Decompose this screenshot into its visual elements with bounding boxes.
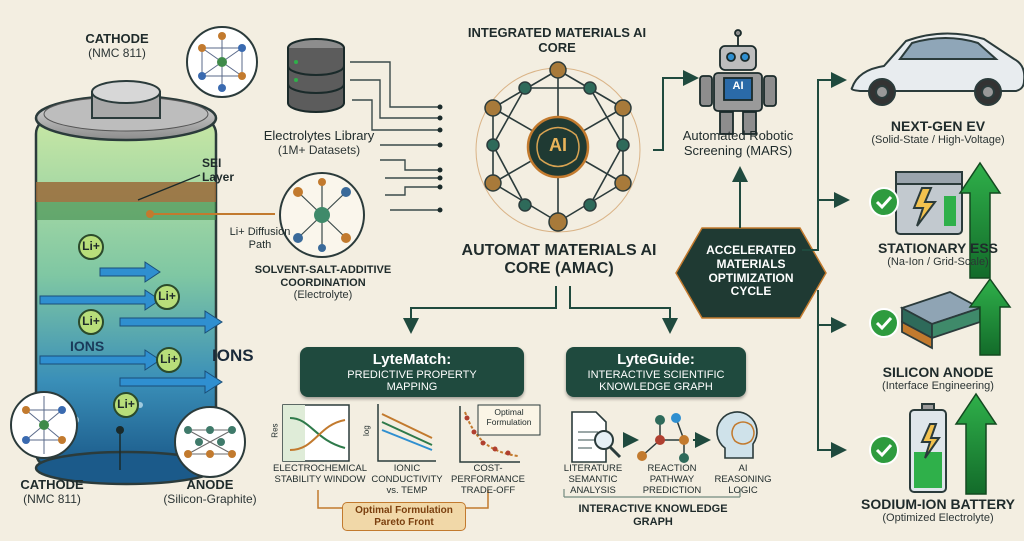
- silicon-anode-icon: [899, 291, 983, 350]
- library-sub: (1M+ Datasets): [277, 142, 361, 157]
- sodium-up-arrow: [954, 392, 998, 495]
- sei-layer-label: SEI Layer: [202, 156, 235, 184]
- conductivity-plot: [377, 404, 436, 462]
- electrolytes-library-label: Electrolytes Library (1M+ Datasets): [254, 128, 384, 158]
- circuit-traces: [350, 61, 440, 211]
- lytematch-sub: PREDICTIVE PROPERTY MAPPING: [347, 369, 477, 393]
- li-ion-label: Li+: [117, 397, 135, 411]
- li-ions: [78, 234, 182, 418]
- optimization-cycle-hexagon: [675, 227, 827, 319]
- ess-up-arrow: [958, 161, 1002, 279]
- lyteguide-item-label: REACTION PATHWAY PREDICTION: [642, 463, 702, 496]
- database-icon: [287, 38, 345, 113]
- lyteguide-header: LyteGuide: INTERACTIVE SCIENTIFIC KNOWLE…: [566, 347, 746, 397]
- cathode-bottom-label: CATHODE (NMC 811): [0, 477, 104, 507]
- ions-inside-label: IONS: [70, 338, 105, 354]
- application-sub: (Optimized Electrolyte): [882, 512, 994, 525]
- integrated-core-title: INTEGRATED MATERIALS AI CORE: [467, 25, 647, 55]
- battery-cell: [34, 80, 218, 486]
- literature-icon: [571, 411, 622, 463]
- robot-icon: [699, 29, 777, 135]
- li-ion-label: Li+: [160, 352, 178, 366]
- cathode-bottom-title: CATHODE: [20, 477, 84, 492]
- lyteguide-item-label: LITERATURE SEMANTIC ANALYSIS: [563, 463, 623, 496]
- cathode-lattice-top: [186, 26, 258, 98]
- stability-plot: [282, 404, 350, 462]
- application-sub: (Solid-State / High-Voltage): [871, 134, 1005, 147]
- ions-outside-label: IONS: [212, 346, 254, 365]
- ion-flow-arrows: [39, 261, 223, 394]
- application-sub: (Interface Engineering): [882, 380, 994, 393]
- knowledge-graph-footer: INTERACTIVE KNOWLEDGE GRAPH: [578, 503, 728, 528]
- ai-core-network: [475, 61, 641, 233]
- application-sub: (Na-Ion / Grid-Scale): [887, 256, 989, 269]
- plot-axis-label: Res: [270, 423, 280, 438]
- lytematch-header: LyteMatch: PREDICTIVE PROPERTY MAPPING: [300, 347, 524, 397]
- ai-brain-icon: [716, 411, 758, 459]
- cathode-top-title: CATHODE: [85, 31, 149, 46]
- check-icon-sodium: [869, 435, 899, 465]
- coordination-label: SOLVENT-SALT-ADDITIVE COORDINATION (Elec…: [248, 264, 398, 302]
- check-icon-silicon: [869, 308, 899, 338]
- plot-axis-label: log: [361, 425, 371, 436]
- silicon-up-arrow: [968, 277, 1012, 356]
- pareto-front-badge: Optimal Formulation Pareto Front: [342, 502, 466, 531]
- reaction-pathway-icon: [637, 413, 689, 463]
- plot-label: ELECTROCHEMICAL STABILITY WINDOW: [273, 463, 367, 485]
- application-silicon: SILICON ANODE (Interface Engineering): [852, 364, 1024, 393]
- application-title: SODIUM-ION BATTERY: [861, 496, 1015, 512]
- application-ev: NEXT-GEN EV (Solid-State / High-Voltage): [852, 118, 1024, 147]
- check-icon-ess: [869, 187, 899, 217]
- cathode-bottom-sub: (NMC 811): [23, 491, 81, 506]
- application-sodium: SODIUM-ION BATTERY (Optimized Electrolyt…: [852, 496, 1024, 525]
- application-title: NEXT-GEN EV: [890, 118, 986, 134]
- application-title: STATIONARY ESS: [877, 240, 999, 256]
- lyteguide-sub: INTERACTIVE SCIENTIFIC KNOWLEDGE GRAPH: [587, 369, 725, 393]
- ai-core-label: AI: [549, 135, 567, 155]
- lytematch-title: LyteMatch:: [372, 351, 452, 368]
- robot-title: Automated Robotic Screening (MARS): [682, 128, 794, 158]
- li-ion-label: Li+: [158, 289, 176, 303]
- li-diffusion-label: Li+ Diffusion Path: [229, 226, 291, 251]
- anode-title: ANODE: [186, 477, 234, 492]
- anode-sub: (Silicon-Graphite): [163, 491, 257, 506]
- amac-title: AUTOMAT MATERIALS AI CORE (AMAC): [461, 242, 657, 278]
- anode-lattice: [174, 406, 246, 478]
- ev-car-icon: [850, 32, 1024, 106]
- li-ion-label: Li+: [82, 314, 100, 328]
- ess-battery-icon: [895, 171, 963, 235]
- sodium-battery-icon: [909, 403, 947, 493]
- plot-label: IONIC CONDUCTIVITY vs. TEMP: [371, 463, 443, 496]
- plot-annotation: Optimal Formulation: [486, 407, 532, 427]
- coordination-sub: (Electrolyte): [293, 289, 353, 302]
- lyteguide-title: LyteGuide:: [617, 351, 695, 368]
- application-title: SILICON ANODE: [882, 364, 994, 380]
- cathode-top-sub: (NMC 811): [88, 45, 146, 60]
- application-ess: STATIONARY ESS (Na-Ion / Grid-Scale): [852, 240, 1024, 269]
- robot-screen-label: AI: [732, 80, 744, 92]
- coordination-molecule: [279, 172, 365, 258]
- coordination-title: SOLVENT-SALT-ADDITIVE COORDINATION: [254, 264, 392, 289]
- library-title: Electrolytes Library: [263, 128, 375, 143]
- li-ion-label: Li+: [82, 239, 100, 253]
- cathode-top-label: CATHODE (NMC 811): [62, 31, 172, 61]
- plot-label: COST-PERFORMANCE TRADE-OFF: [451, 463, 525, 496]
- tradeoff-plot: [459, 404, 541, 463]
- optimization-cycle-label: ACCELERATED MATERIALS OPTIMIZATION CYCLE: [706, 243, 796, 299]
- anode-label: ANODE (Silicon-Graphite): [150, 477, 270, 507]
- cathode-lattice-bottom: [10, 391, 78, 459]
- lyteguide-item-label: AI REASONING LOGIC: [714, 463, 772, 496]
